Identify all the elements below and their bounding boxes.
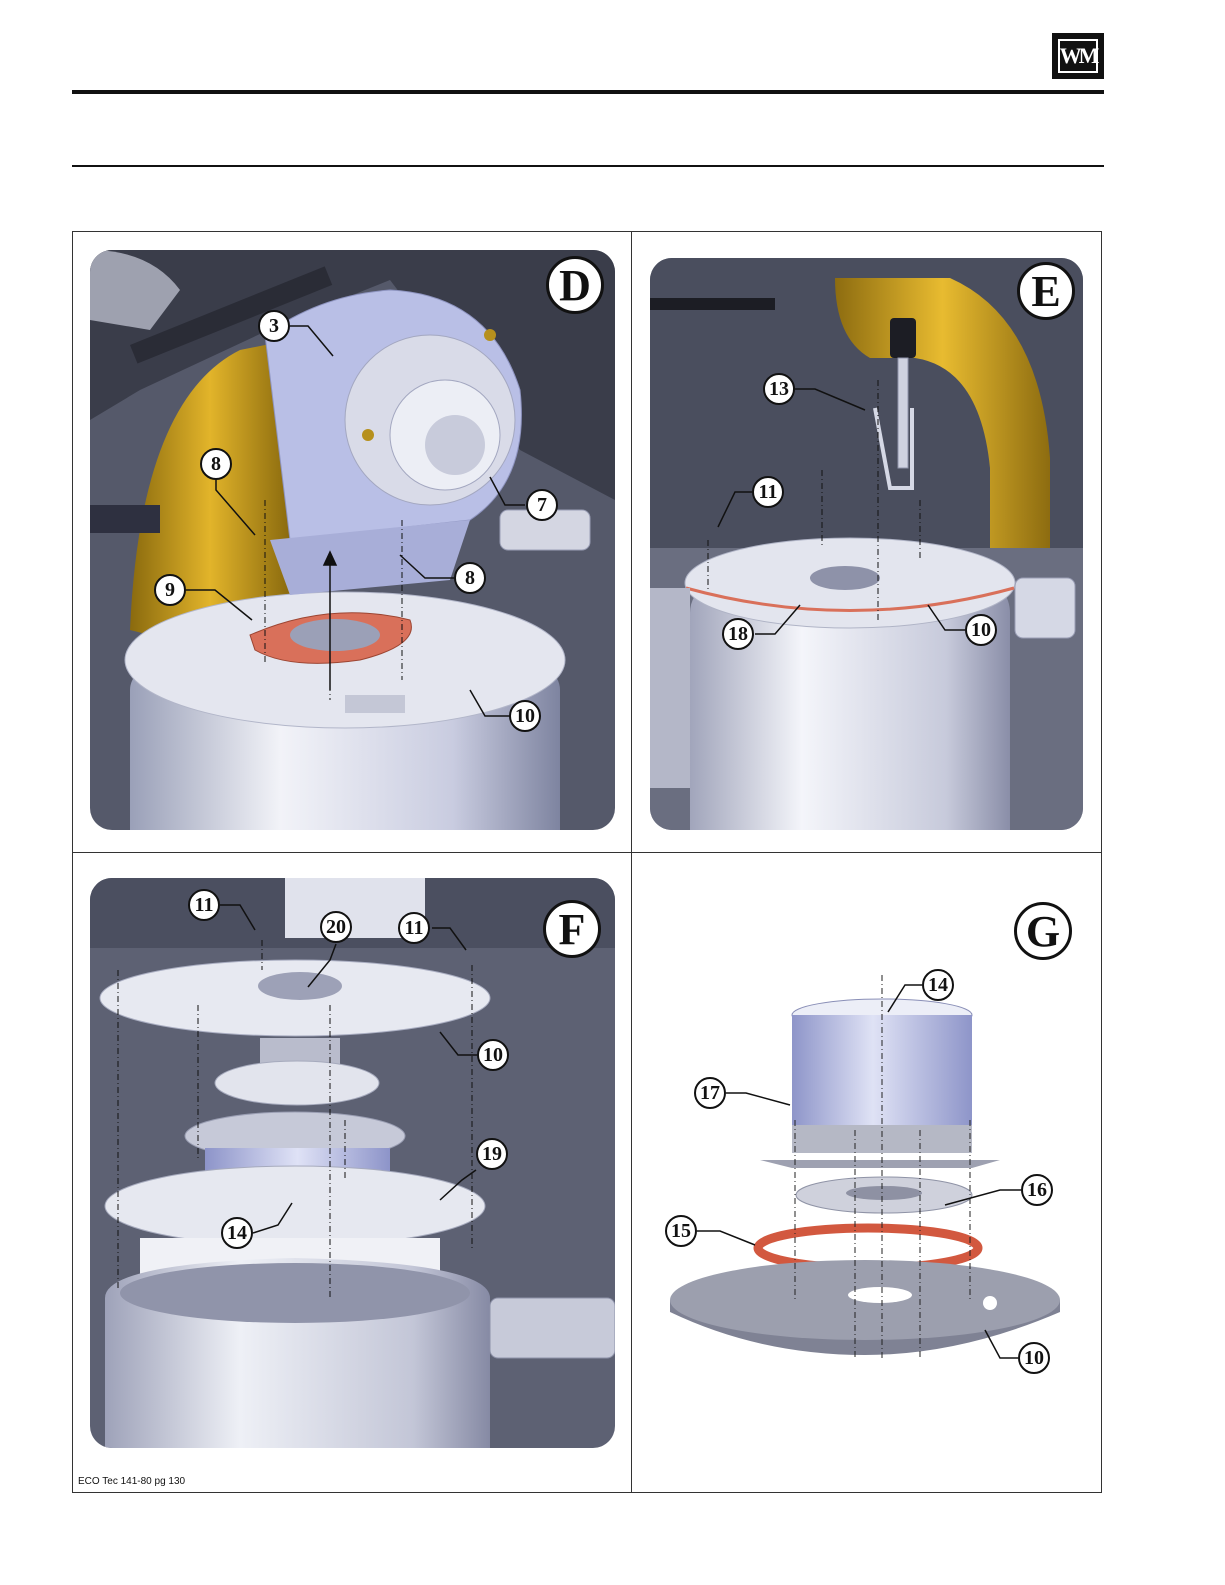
panel-e-illustration [650, 258, 1083, 830]
callout-g-15: 15 [665, 1215, 697, 1247]
panel-d-art [90, 250, 615, 830]
callout-d-7: 7 [526, 489, 558, 521]
callout-d-8-right: 8 [454, 562, 486, 594]
panel-letter-e: E [1017, 262, 1075, 320]
callout-e-18: 18 [722, 618, 754, 650]
panel-letter-d: D [546, 256, 604, 314]
callout-e-13: 13 [763, 373, 795, 405]
callout-g-17: 17 [694, 1077, 726, 1109]
callout-f-19: 19 [476, 1138, 508, 1170]
header-rule-thin [72, 165, 1104, 167]
panel-letter-g: G [1014, 902, 1072, 960]
callout-e-10: 10 [965, 614, 997, 646]
panel-g-illustration [650, 960, 1080, 1360]
panel-letter-f: F [543, 900, 601, 958]
callout-d-10: 10 [509, 700, 541, 732]
panel-e-art [650, 258, 1083, 830]
callout-d-3: 3 [258, 310, 290, 342]
callout-g-10: 10 [1018, 1342, 1050, 1374]
callout-g-16: 16 [1021, 1174, 1053, 1206]
callout-e-11: 11 [752, 476, 784, 508]
header-rule-thick [72, 90, 1104, 94]
panel-f-art [90, 878, 615, 1448]
callout-g-14: 14 [922, 969, 954, 1001]
panel-g-art [650, 960, 1080, 1360]
callout-f-11-right: 11 [398, 912, 430, 944]
manufacturer-logo: WM [1052, 33, 1104, 79]
callout-f-14: 14 [221, 1217, 253, 1249]
grid-divider-horizontal [72, 852, 1102, 853]
callout-f-11-left: 11 [188, 889, 220, 921]
grid-divider-vertical [631, 231, 632, 1493]
page-footer: ECO Tec 141-80 pg 130 [78, 1476, 185, 1487]
panel-d-illustration [90, 250, 615, 830]
callout-f-10: 10 [477, 1039, 509, 1071]
callout-f-20: 20 [320, 911, 352, 943]
logo-text: WM [1058, 39, 1098, 73]
panel-f-illustration [90, 878, 615, 1448]
callout-d-9: 9 [154, 574, 186, 606]
callout-d-8-left: 8 [200, 448, 232, 480]
